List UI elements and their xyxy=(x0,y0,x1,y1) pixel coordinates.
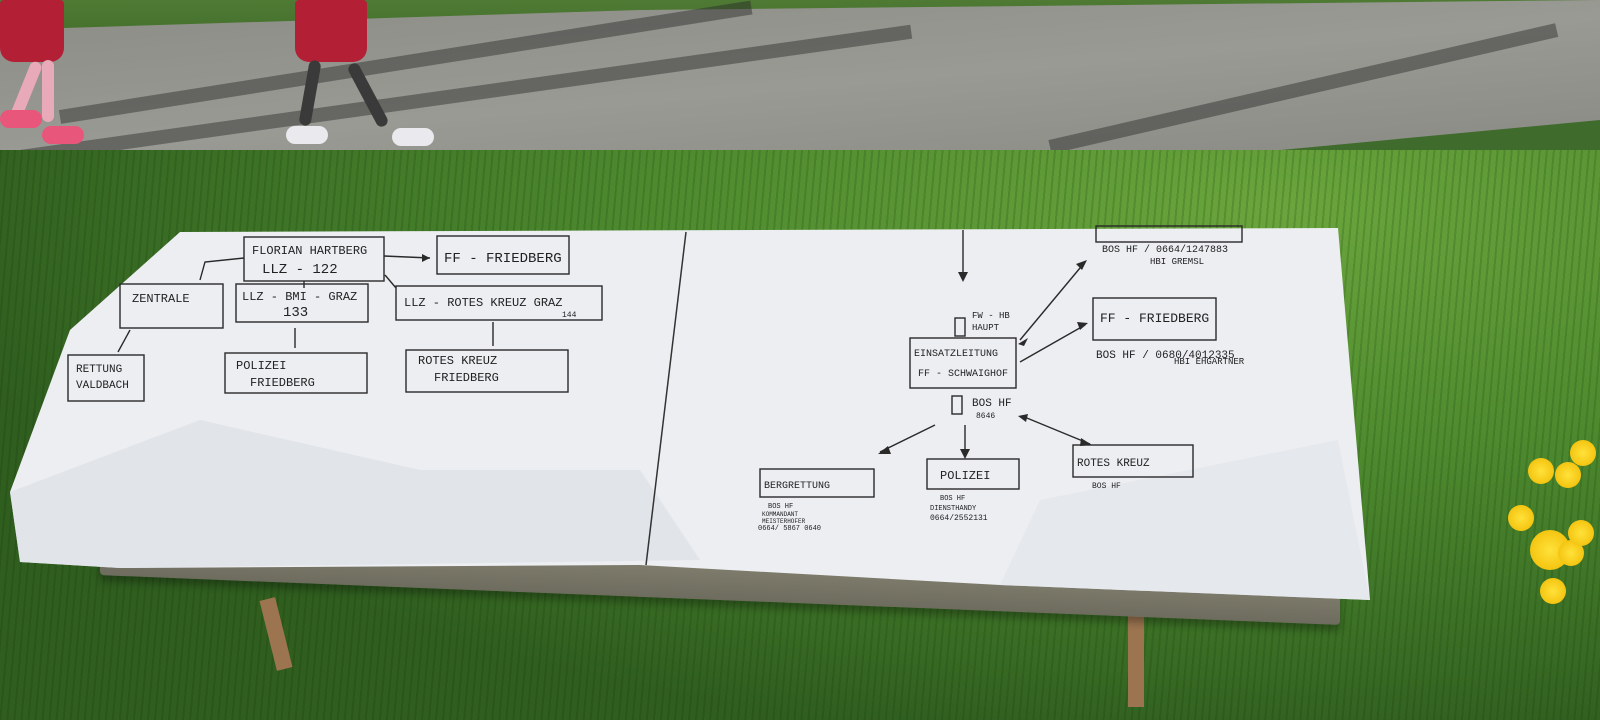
label-rotes-kreuz-1: BOS HF xyxy=(1092,482,1121,491)
box-florian xyxy=(243,236,385,282)
label-bergrettung-1: BOS HF xyxy=(768,503,793,511)
label-llz-bmi-1: LLZ - BMI - GRAZ xyxy=(242,290,357,304)
label-ff-friedberg: FF - FRIEDBERG xyxy=(1100,311,1209,326)
arrow xyxy=(117,329,131,353)
radio-icon xyxy=(951,395,963,415)
box-top-contact xyxy=(1095,225,1243,243)
arrow xyxy=(879,424,936,453)
label-ff-friedberg-contact-2: HBI EHGARTNER xyxy=(1174,357,1245,367)
label-top-contact-1: BOS HF / 0664/1247883 xyxy=(1102,244,1228,256)
label-bos-center-1: BOS HF xyxy=(972,398,1012,410)
label-bergrettung-3: MEISTERHOFER xyxy=(762,518,806,525)
child-right-dress xyxy=(295,0,367,62)
box-llz-rotes xyxy=(395,285,603,321)
radio-icon xyxy=(954,317,966,337)
box-rotes-kreuz-friedberg xyxy=(405,349,569,393)
paper-fold xyxy=(1000,440,1370,600)
label-polizei-2: DIENSTHANDY xyxy=(930,505,977,513)
arrow xyxy=(1019,324,1086,363)
divider-line xyxy=(645,231,687,566)
child-left-leg xyxy=(42,60,54,122)
label-fw-hb-1: FW - HB xyxy=(972,311,1010,321)
box-bergrettung xyxy=(759,468,875,498)
box-ff-friedberg xyxy=(1092,297,1217,341)
child-right-shoe xyxy=(286,126,328,144)
label-fw-hb-2: HAUPT xyxy=(972,323,1000,333)
bench-leg xyxy=(1128,615,1144,707)
label-zentrale: ZENTRALE xyxy=(132,292,190,306)
label-polizei-1: BOS HF xyxy=(940,495,965,503)
box-polizei xyxy=(926,458,1020,490)
label-polizei-friedberg-1: POLIZEI xyxy=(236,359,286,373)
box-zentrale xyxy=(119,283,224,329)
label-ff-friedberg-top: FF - FRIEDBERG xyxy=(444,251,562,267)
box-rotes-kreuz xyxy=(1072,444,1194,478)
child-left-shoe xyxy=(0,110,42,128)
label-rettung-1: RETTUNG xyxy=(76,364,122,376)
label-florian-1: FLORIAN HARTBERG xyxy=(252,244,367,258)
child-right-shoe xyxy=(392,128,434,146)
label-florian-2: LLZ - 122 xyxy=(262,262,338,278)
label-llz-rotes-1: LLZ - ROTES KREUZ GRAZ xyxy=(404,296,562,310)
label-einsatzleitung-1: EINSATZLEITUNG xyxy=(914,349,998,360)
label-bos-center-2: 8646 xyxy=(976,412,995,421)
label-bergrettung-4: 0664/ 5867 0640 xyxy=(758,525,821,533)
box-ff-friedberg-top xyxy=(436,235,570,275)
label-polizei-friedberg-2: FRIEDBERG xyxy=(250,376,315,390)
label-llz-bmi-2: 133 xyxy=(283,305,308,321)
label-llz-rotes-2: 144 xyxy=(562,311,577,320)
box-polizei-friedberg xyxy=(224,352,368,394)
box-llz-bmi xyxy=(235,283,369,323)
child-left-shoe xyxy=(42,126,84,144)
label-rotes-kreuz-friedberg-2: FRIEDBERG xyxy=(434,371,499,385)
child-left-dress xyxy=(0,0,64,62)
arrow xyxy=(1019,261,1086,341)
label-rotes-kreuz-title: ROTES KREUZ xyxy=(1077,458,1150,470)
box-einsatzleitung xyxy=(909,337,1017,389)
label-polizei-3: 0664/2552131 xyxy=(930,514,988,523)
paper-fold xyxy=(10,420,700,568)
label-bergrettung-2: KOMMANDANT xyxy=(762,511,798,518)
label-bergrettung-title: BERGRETTUNG xyxy=(764,481,830,492)
label-rotes-kreuz-friedberg-1: ROTES KREUZ xyxy=(418,354,497,368)
label-ff-friedberg-contact-1: BOS HF / 0680/4012335 xyxy=(1096,350,1235,362)
arrow xyxy=(384,274,397,289)
label-rettung-2: VALDBACH xyxy=(76,380,129,392)
box-rettung xyxy=(67,354,145,402)
label-top-contact-2: HBI GREMSL xyxy=(1150,257,1204,267)
label-polizei-title: POLIZEI xyxy=(940,469,990,483)
label-einsatzleitung-2: FF - SCHWAIGHOF xyxy=(918,369,1008,380)
arrow xyxy=(1021,415,1091,445)
arrow xyxy=(199,257,245,281)
